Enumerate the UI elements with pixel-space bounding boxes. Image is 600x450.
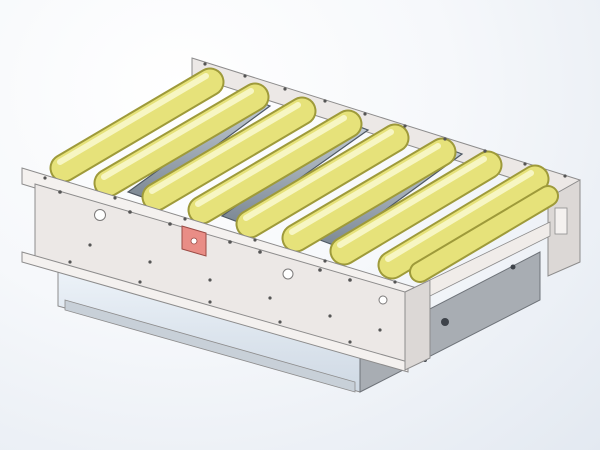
mounting-hole-icon bbox=[94, 209, 106, 221]
rear-rail-holes bbox=[203, 62, 567, 178]
roller-1 bbox=[49, 67, 225, 183]
roller-4 bbox=[187, 109, 363, 225]
roller-6 bbox=[281, 137, 457, 253]
roller-2 bbox=[93, 82, 270, 198]
nameplate-icon bbox=[181, 225, 207, 257]
mounting-holes bbox=[43, 176, 397, 344]
roller-3 bbox=[141, 96, 317, 212]
rollers bbox=[49, 67, 559, 283]
roller-9 bbox=[409, 185, 559, 283]
mounting-hole-icon bbox=[378, 295, 388, 305]
drive-housing bbox=[57, 251, 541, 393]
mounting-hole-icon bbox=[282, 268, 294, 280]
front-side-rail bbox=[21, 167, 551, 373]
roller-7 bbox=[329, 150, 503, 266]
roller-5 bbox=[235, 123, 410, 239]
roller-8 bbox=[377, 164, 550, 280]
